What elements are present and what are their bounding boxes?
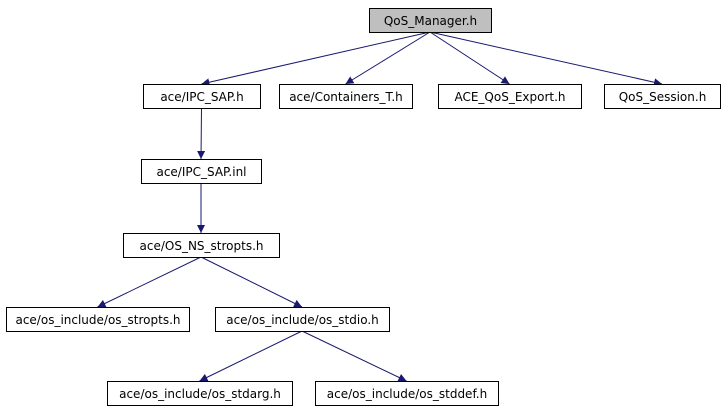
edge-n8-n9 [199,330,303,382]
node-box [6,307,190,332]
node-label: ace/OS_NS_stropts.h [140,239,264,253]
graph-node[interactable]: ace/os_include/os_stdarg.h [107,381,293,406]
graph-node[interactable]: ace/Containers_T.h [279,84,413,109]
node-label: ace/os_include/os_stdio.h [226,313,379,327]
node-box [215,307,390,332]
node-box [438,84,582,109]
node-box [315,381,499,406]
node-box [123,233,280,258]
node-box [143,84,261,109]
node-label: ACE_QoS_Export.h [454,90,565,104]
edges-layer [97,31,663,382]
edge-n6-n8 [200,256,303,308]
node-box [369,8,492,33]
edge-n0-n3 [429,31,510,85]
node-label: ace/os_include/os_stddef.h [327,387,487,401]
edge-n0-n2 [345,31,431,85]
graph-node[interactable]: ace/os_include/os_stropts.h [6,307,190,332]
node-label: QoS_Manager.h [384,14,477,28]
graph-node: QoS_Manager.h [369,8,492,33]
graph-node[interactable]: ace/IPC_SAP.h [143,84,261,109]
edge-n1-n5 [197,107,206,160]
node-label: ace/os_include/os_stdarg.h [119,387,281,401]
edge-n6-n7 [97,256,202,308]
node-box [604,84,721,109]
node-label: ace/IPC_SAP.inl [156,165,246,179]
graph-node[interactable]: ace/IPC_SAP.inl [141,159,262,184]
graph-node[interactable]: ace/os_include/os_stddef.h [315,381,499,406]
node-label: ace/Containers_T.h [289,90,403,104]
node-label: ace/IPC_SAP.h [160,90,243,104]
graph-node[interactable]: ACE_QoS_Export.h [438,84,582,109]
node-box [141,159,262,184]
node-box [107,381,293,406]
graph-node[interactable]: ace/os_include/os_stdio.h [215,307,390,332]
nodes-layer: QoS_Manager.h ace/IPC_SAP.h ace/Containers… [6,8,721,406]
edge-n0-n1 [201,31,431,87]
node-label: QoS_Session.h [619,90,707,104]
graph-node[interactable]: QoS_Session.h [604,84,721,109]
edge-n0-n4 [429,31,663,87]
node-label: ace/os_include/os_stropts.h [15,313,180,327]
edge-n8-n10 [301,330,407,382]
graph-node[interactable]: ace/OS_NS_stropts.h [123,233,280,258]
node-box [279,84,413,109]
